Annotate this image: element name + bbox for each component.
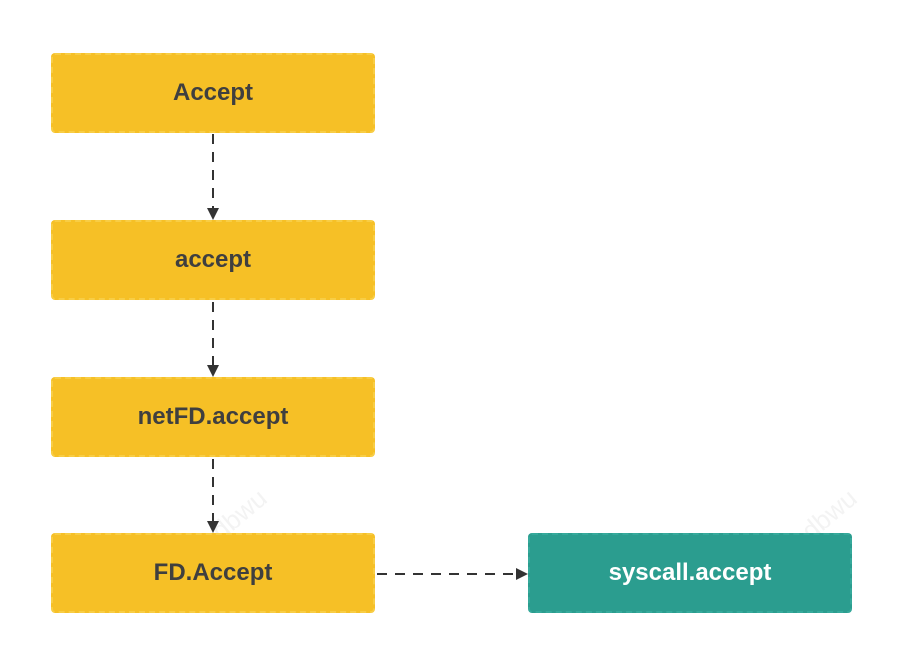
node-accept-exported[interactable]: Accept — [51, 53, 375, 133]
node-label: Accept — [172, 79, 254, 106]
node-syscall-accept[interactable]: syscall.accept — [528, 533, 852, 613]
node-label: netFD.accept — [137, 403, 289, 430]
node-label: syscall.accept — [608, 559, 772, 586]
node-netfd-accept[interactable]: netFD.accept — [51, 377, 375, 457]
node-label: FD.Accept — [153, 559, 273, 586]
node-label: accept — [174, 246, 252, 273]
node-accept-internal[interactable]: accept — [51, 220, 375, 300]
node-fd-accept[interactable]: FD.Accept — [51, 533, 375, 613]
